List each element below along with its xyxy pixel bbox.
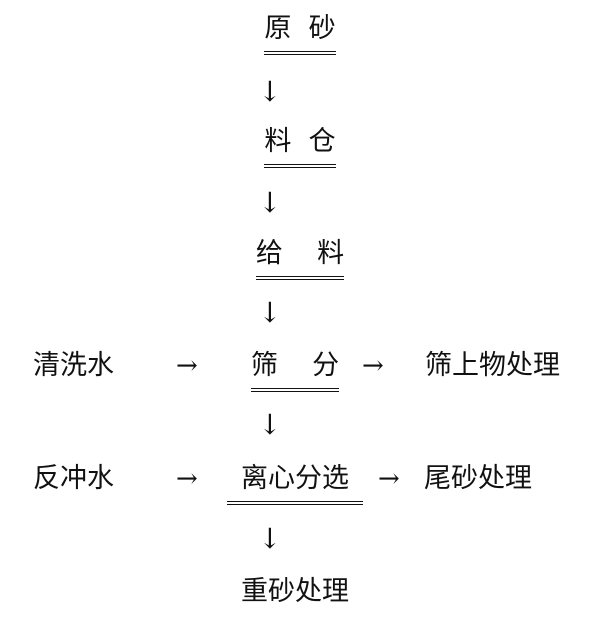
node-raw-sand: 原 砂 bbox=[0, 12, 600, 55]
node-feeding: 给 料 bbox=[0, 237, 600, 280]
step-screening: 筛 分 bbox=[250, 349, 340, 392]
output-oversize: 筛上物处理 bbox=[425, 350, 560, 381]
output-tailings: 尾砂处理 bbox=[424, 463, 532, 494]
step-silo: 料 仓 bbox=[264, 125, 336, 168]
arrow-down-icon: ↓ bbox=[258, 75, 282, 108]
step-heavy-sand: 重砂处理 bbox=[241, 576, 349, 607]
arrow-down-icon: ↓ bbox=[258, 522, 282, 555]
node-screening: 筛 分 bbox=[0, 349, 600, 392]
input-wash-water: 清洗水 bbox=[33, 350, 114, 381]
input-backwash-water: 反冲水 bbox=[33, 463, 114, 494]
step-raw-sand: 原 砂 bbox=[264, 12, 336, 55]
step-centrifugal: 离心分选 bbox=[227, 462, 363, 505]
arrow-right-icon: → bbox=[176, 351, 198, 381]
node-heavy-sand: 重砂处理 bbox=[0, 575, 600, 609]
arrow-right-icon: → bbox=[362, 351, 384, 381]
arrow-down-icon: ↓ bbox=[258, 408, 282, 441]
arrow-down-icon: ↓ bbox=[258, 296, 282, 329]
node-silo: 料 仓 bbox=[0, 125, 600, 168]
step-feeding: 给 料 bbox=[255, 237, 345, 280]
arrow-down-icon: ↓ bbox=[258, 186, 282, 219]
node-centrifugal: 离心分选 bbox=[0, 462, 600, 505]
arrow-right-icon: → bbox=[378, 464, 400, 494]
arrow-right-icon: → bbox=[176, 464, 198, 494]
